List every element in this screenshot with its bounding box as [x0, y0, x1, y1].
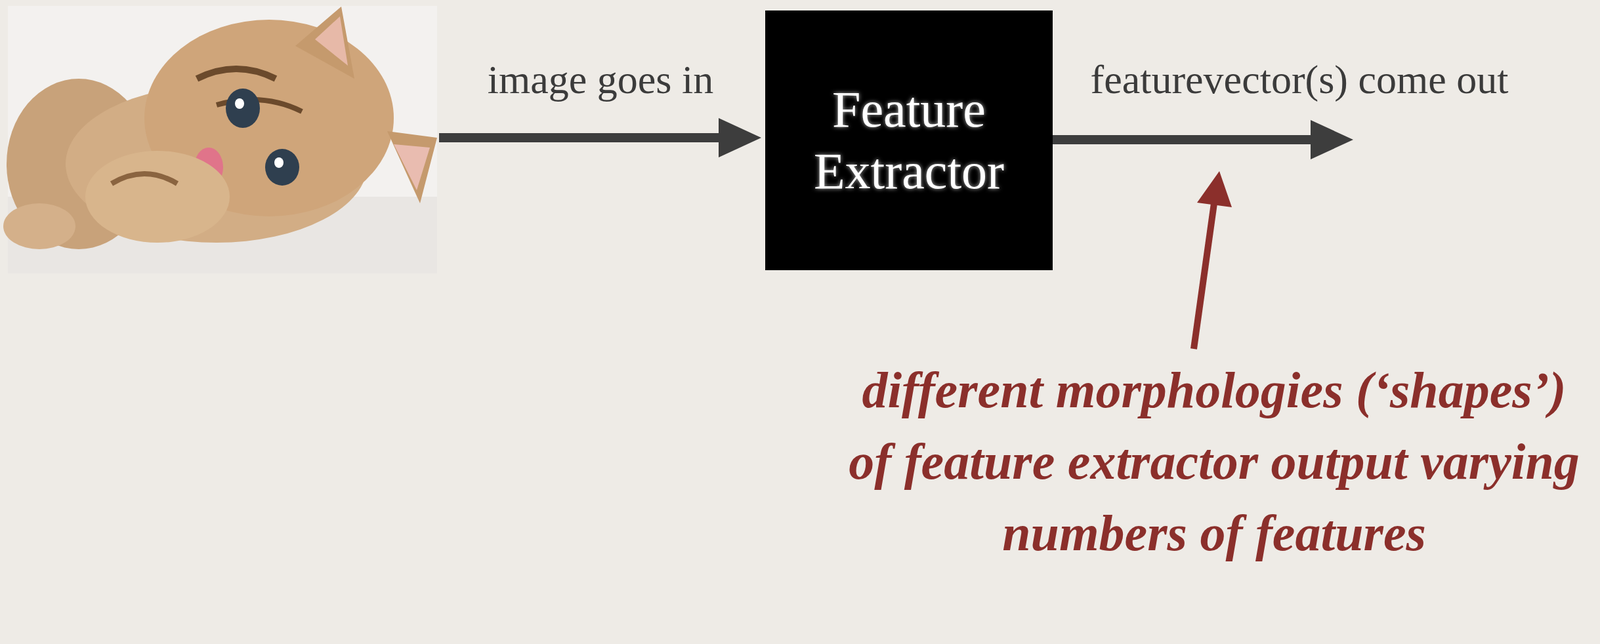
process-box: Feature Extractor [765, 10, 1053, 271]
box-label: Feature Extractor [765, 78, 1053, 202]
input-arrow [439, 118, 762, 158]
callout-note: different morphologies (‘shapes’) of fea… [840, 354, 1589, 570]
kitten-photo [3, 5, 438, 274]
output-arrow [1031, 120, 1354, 160]
arrow-label: image goes in [487, 57, 714, 102]
callout-arrow [1193, 171, 1232, 350]
arrow-label: featurevector(s) come out [1090, 57, 1509, 102]
